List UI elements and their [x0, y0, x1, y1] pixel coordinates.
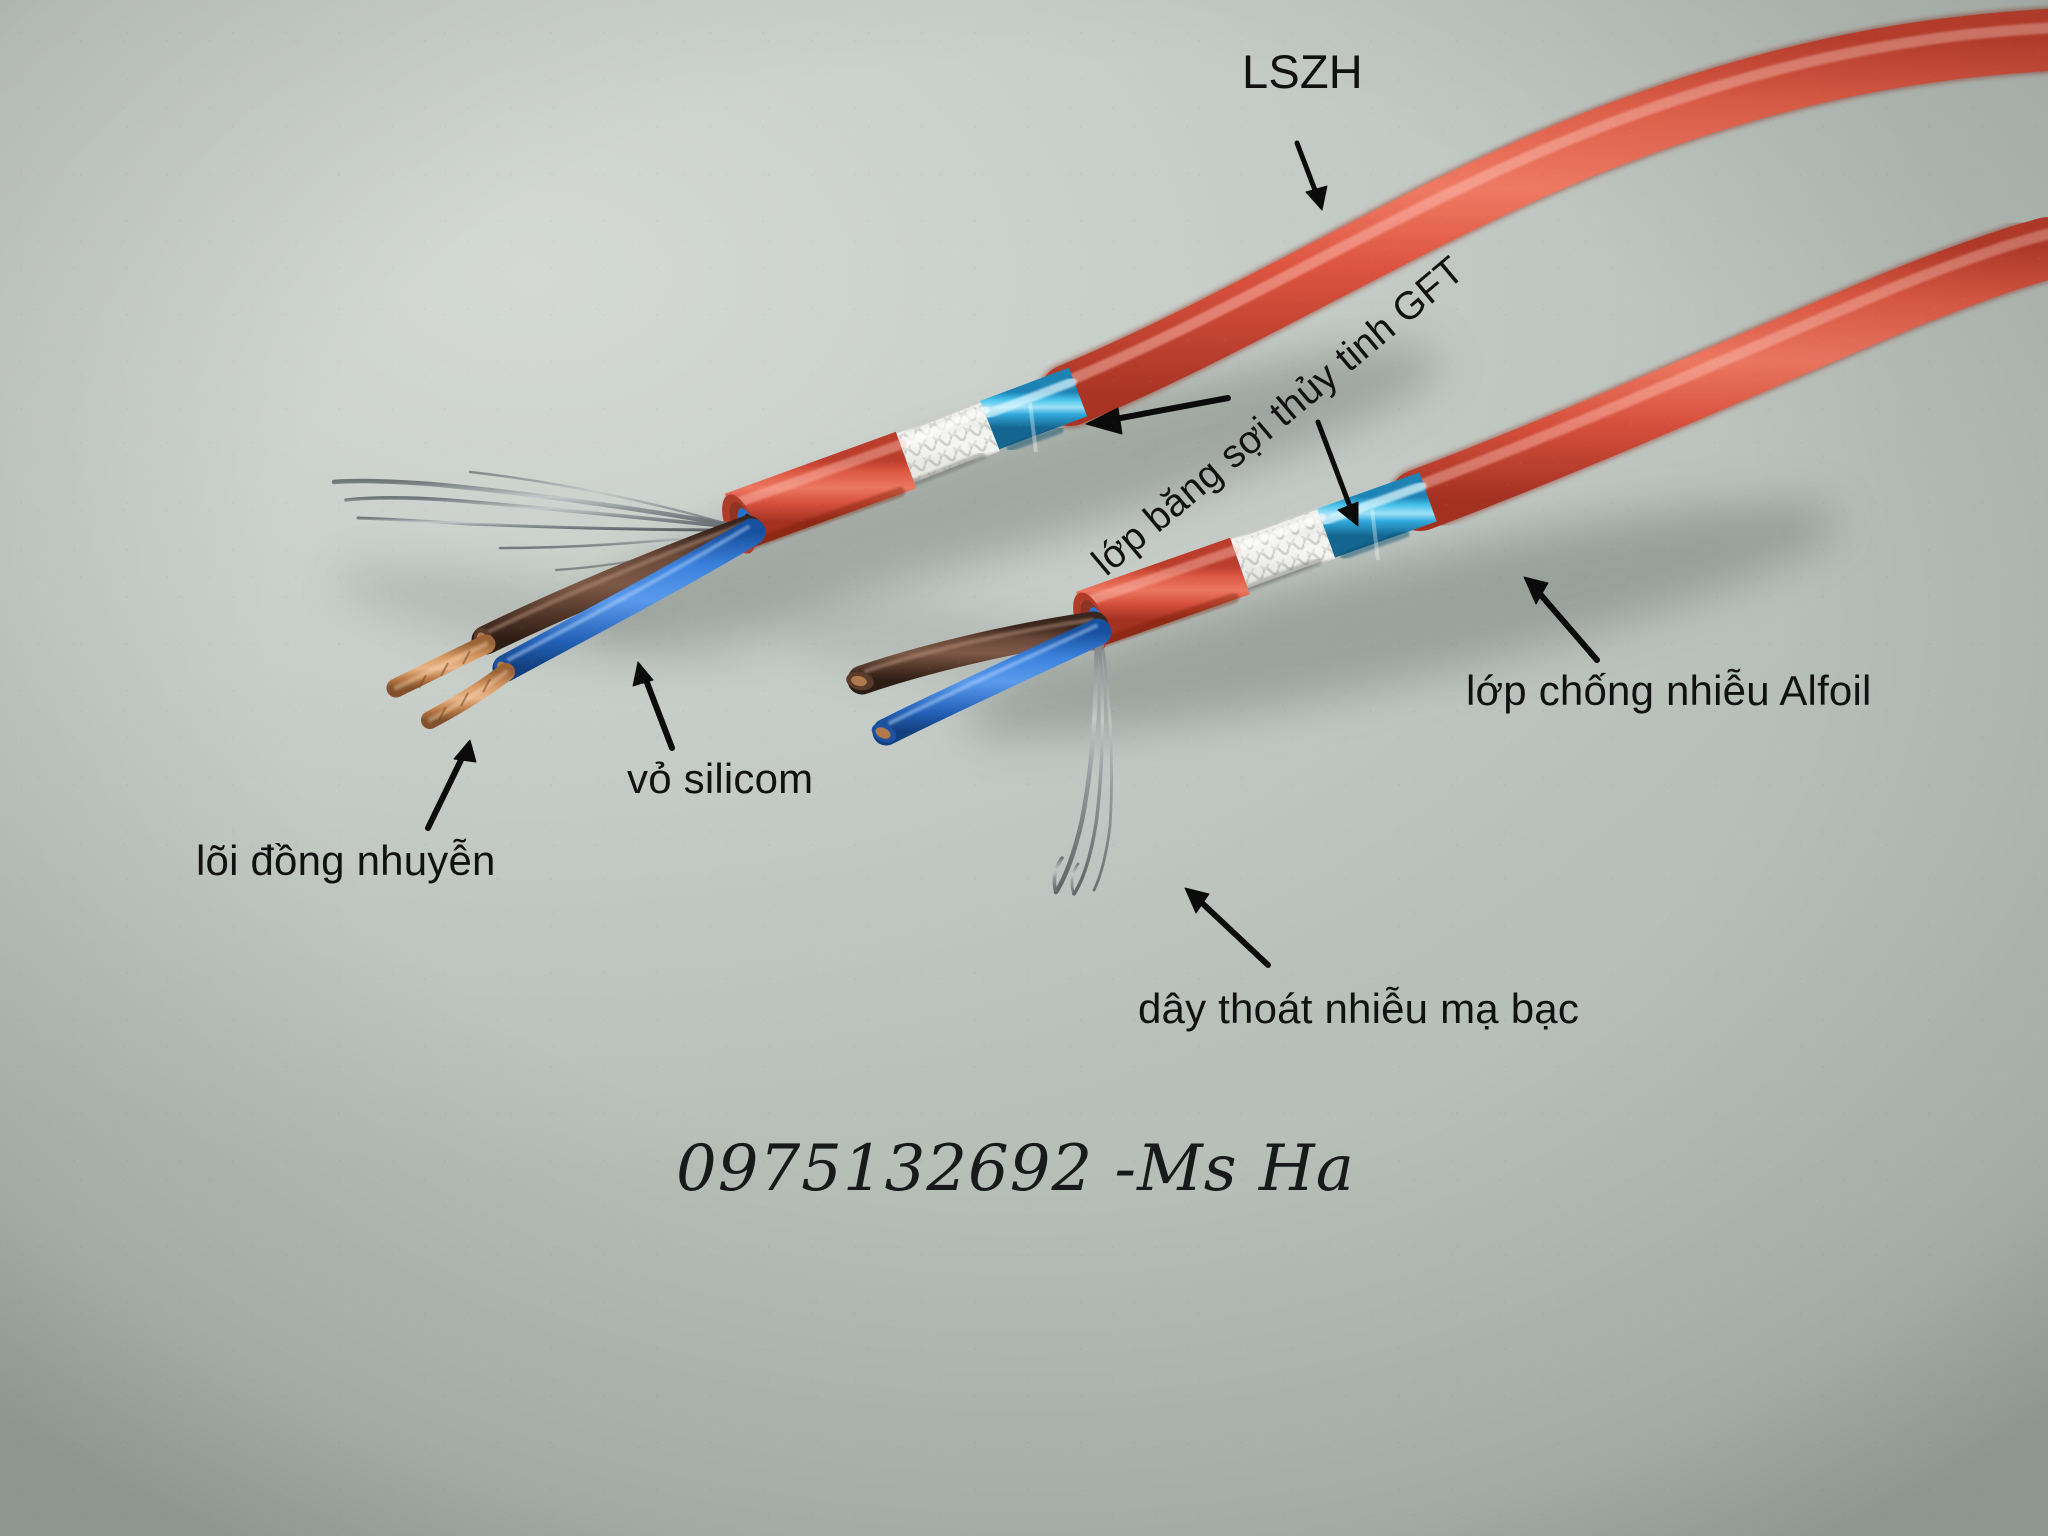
label-lszh: LSZH	[1242, 45, 1363, 98]
label-silicom: vỏ silicom	[627, 755, 814, 802]
label-copper-core: lõi đồng nhuyễn	[196, 837, 496, 884]
label-alfoil: lớp chống nhiễu Alfoil	[1466, 667, 1872, 714]
signature-watermark: 0975132692 -Ms Ha	[676, 1132, 1355, 1206]
label-drain-wire: dây thoát nhiễu mạ bạc	[1138, 985, 1580, 1032]
